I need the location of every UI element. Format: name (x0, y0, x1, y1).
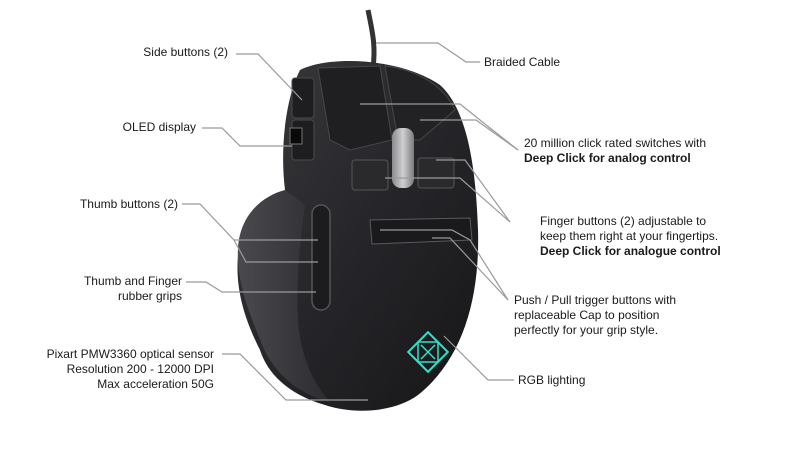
label-finger-buttons: Finger buttons (2) adjustable to keep th… (540, 214, 721, 259)
label-trigger-buttons: Push / Pull trigger buttons with replace… (514, 293, 676, 338)
leader-finger-buttons-b (436, 159, 511, 223)
scroll-wheel-shape (392, 128, 414, 188)
label-sensor-line: Pixart PMW3360 optical sensor (46, 347, 214, 361)
label-switches-bold: Deep Click for analog control (524, 151, 691, 165)
label-oled-display: OLED display (122, 120, 196, 134)
leader-switches-b (420, 119, 519, 151)
leader-trigger-a (380, 229, 509, 301)
label-trigger-line: perfectly for your grip style. (514, 323, 659, 337)
leader-rgb (443, 335, 514, 381)
thumb-rest (237, 190, 330, 402)
label-rubber-grips: Thumb and Finger rubber grips (84, 274, 182, 304)
leader-oled (202, 127, 292, 147)
oled-display-shape (289, 127, 303, 145)
rgb-logo (406, 330, 450, 374)
label-rubber-grips-line: Thumb and Finger (83, 274, 182, 288)
leader-finger-buttons-a (385, 177, 511, 223)
label-sensor: Pixart PMW3360 optical sensor Resolution… (47, 347, 214, 392)
side-button-shape (291, 77, 315, 119)
label-switches: 20 million click rated switches with Dee… (524, 136, 706, 166)
leader-thumb-buttons-b (233, 239, 318, 263)
trigger-button-shape (369, 217, 473, 245)
label-sensor-line: Max acceleration 50G (97, 377, 214, 391)
leader-rubber-grips (186, 281, 316, 293)
label-side-buttons: Side buttons (2) (143, 45, 228, 59)
leader-thumb-buttons-a (182, 203, 318, 241)
label-braided-cable: Braided Cable (484, 55, 561, 69)
label-switches-line: 20 million click rated switches with (524, 136, 707, 150)
label-trigger-line: replaceable Cap to position (514, 308, 660, 322)
leader-switches-a (360, 103, 519, 151)
label-sensor-line: Resolution 200 - 12000 DPI (66, 362, 214, 376)
label-finger-buttons-bold: Deep Click for analogue control (540, 244, 721, 258)
braided-cable (365, 9, 377, 69)
label-thumb-buttons: Thumb buttons (2) (79, 197, 178, 211)
leader-sensor (222, 353, 368, 401)
thumb-button-shape (311, 204, 331, 311)
leader-lines (182, 42, 519, 401)
label-trigger-line: Push / Pull trigger buttons with (514, 293, 677, 307)
label-rgb-lighting: RGB lighting (518, 373, 586, 387)
right-button-shape (384, 65, 456, 141)
left-button-shape (317, 65, 393, 151)
label-finger-buttons-line: Finger buttons (2) adjustable to (540, 214, 707, 228)
leader-braided-cable (376, 42, 480, 63)
leader-side-buttons (236, 53, 303, 101)
leader-trigger-b (432, 237, 509, 301)
label-finger-buttons-line: keep them right at your fingertips. (540, 229, 719, 243)
finger-button-shape (417, 157, 455, 189)
label-rubber-grips-line: rubber grips (117, 289, 182, 303)
finger-button-shape (351, 159, 389, 191)
